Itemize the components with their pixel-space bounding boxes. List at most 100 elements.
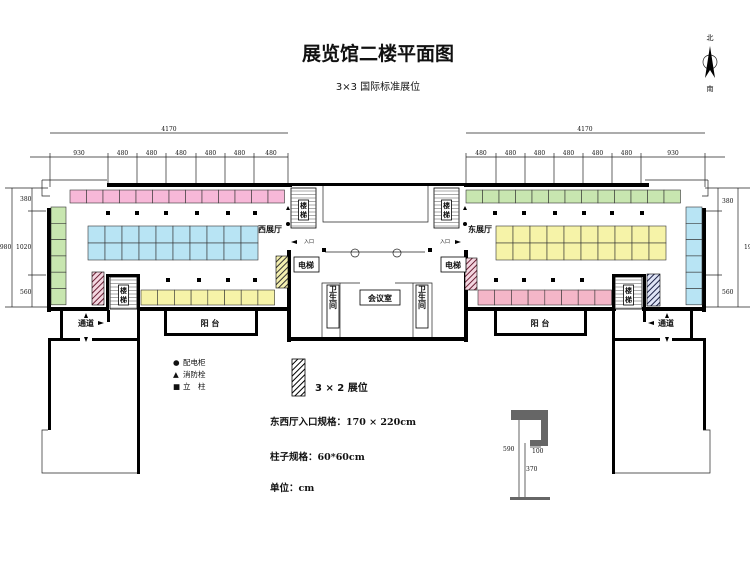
booth-east-yellow[interactable] <box>580 242 599 261</box>
booth-3x2-west-red[interactable] <box>91 271 105 306</box>
booth-east-yellow[interactable] <box>648 225 667 244</box>
booth-west-blue[interactable] <box>121 225 140 244</box>
booth-east-yellow[interactable] <box>648 242 667 261</box>
booth-east-yellow[interactable] <box>614 242 633 261</box>
booth-west-blue[interactable] <box>104 225 123 244</box>
booth-west-blue[interactable] <box>121 242 140 261</box>
booth-east-pink[interactable] <box>544 289 562 306</box>
booth-east-green[interactable] <box>482 189 500 204</box>
booth-3x2-east-red[interactable] <box>464 257 478 291</box>
booth-west-green[interactable] <box>50 288 67 306</box>
booth-east-yellow[interactable] <box>631 242 650 261</box>
booth-east-green[interactable] <box>548 189 566 204</box>
booth-east-green[interactable] <box>614 189 632 204</box>
booth-east-yellow[interactable] <box>495 242 514 261</box>
booth-east-green[interactable] <box>630 189 648 204</box>
booth-west-green[interactable] <box>50 239 67 257</box>
booth-east-yellow[interactable] <box>597 242 616 261</box>
booth-west-pink[interactable] <box>185 189 203 204</box>
booth-east-green[interactable] <box>597 189 615 204</box>
booth-east-blue[interactable] <box>685 271 703 289</box>
booth-east-yellow[interactable] <box>614 225 633 244</box>
booth-east-pink[interactable] <box>577 289 596 306</box>
booth-east-yellow[interactable] <box>512 225 531 244</box>
booth-east-yellow[interactable] <box>580 225 599 244</box>
booth-east-yellow[interactable] <box>529 242 548 261</box>
booth-east-yellow[interactable] <box>563 242 582 261</box>
booth-west-blue[interactable] <box>223 242 242 261</box>
booth-west-green[interactable] <box>50 223 67 240</box>
booth-west-pink[interactable] <box>201 189 219 204</box>
dim-left-total: 4170 <box>161 126 176 133</box>
booth-west-yellow[interactable] <box>207 289 225 306</box>
booth-east-yellow[interactable] <box>529 225 548 244</box>
booth-east-yellow[interactable] <box>631 225 650 244</box>
booth-east-blue[interactable] <box>685 223 703 240</box>
booth-west-blue[interactable] <box>104 242 123 261</box>
booth-west-yellow[interactable] <box>174 289 192 306</box>
booth-west-blue[interactable] <box>172 225 191 244</box>
booth-east-yellow[interactable] <box>563 225 582 244</box>
booth-east-pink[interactable] <box>561 289 579 306</box>
booth-west-pink[interactable] <box>218 189 236 204</box>
booth-west-pink[interactable] <box>234 189 252 204</box>
booth-west-pink[interactable] <box>152 189 170 204</box>
booth-west-green[interactable] <box>50 255 67 273</box>
booth-east-yellow[interactable] <box>597 225 616 244</box>
booth-west-blue[interactable] <box>87 225 106 244</box>
booth-west-blue[interactable] <box>155 225 174 244</box>
booth-west-yellow[interactable] <box>157 289 175 306</box>
booth-east-green[interactable] <box>515 189 533 204</box>
booth-east-yellow[interactable] <box>546 225 565 244</box>
booth-west-blue[interactable] <box>87 242 106 261</box>
booth-west-pink[interactable] <box>135 189 153 204</box>
booth-west-blue[interactable] <box>240 242 259 261</box>
booth-3x2-west-yellow[interactable] <box>275 255 289 289</box>
booth-west-blue[interactable] <box>240 225 259 244</box>
booth-west-blue[interactable] <box>189 242 208 261</box>
booth-west-pink[interactable] <box>86 189 104 204</box>
booth-east-green[interactable] <box>663 189 681 204</box>
booth-east-pink[interactable] <box>511 289 529 306</box>
booth-east-pink[interactable] <box>594 289 612 306</box>
booth-3x2-east-blue[interactable] <box>646 273 661 307</box>
booth-east-green[interactable] <box>647 189 665 204</box>
booth-west-blue[interactable] <box>138 242 157 261</box>
booth-east-pink[interactable] <box>477 289 496 306</box>
booth-west-blue[interactable] <box>206 225 225 244</box>
booth-west-blue[interactable] <box>155 242 174 261</box>
booth-east-pink[interactable] <box>494 289 512 306</box>
booth-west-yellow[interactable] <box>224 289 242 306</box>
booth-east-green[interactable] <box>465 189 483 204</box>
booth-west-blue[interactable] <box>189 225 208 244</box>
booth-east-yellow[interactable] <box>512 242 531 261</box>
booth-west-green[interactable] <box>50 271 67 289</box>
booth-east-blue[interactable] <box>685 206 703 224</box>
booth-east-green[interactable] <box>531 189 549 204</box>
booth-west-pink[interactable] <box>102 189 120 204</box>
booth-west-pink[interactable] <box>119 189 137 204</box>
booth-west-yellow[interactable] <box>257 289 275 306</box>
booth-east-green[interactable] <box>564 189 582 204</box>
booth-west-blue[interactable] <box>138 225 157 244</box>
booth-east-pink[interactable] <box>527 289 546 306</box>
booth-west-blue[interactable] <box>206 242 225 261</box>
booth-west-yellow[interactable] <box>140 289 159 306</box>
booth-west-pink[interactable] <box>69 189 87 204</box>
booth-west-pink[interactable] <box>168 189 186 204</box>
booth-east-blue[interactable] <box>685 239 703 257</box>
booth-east-green[interactable] <box>581 189 599 204</box>
booth-east-blue[interactable] <box>685 288 703 306</box>
booth-east-yellow[interactable] <box>495 225 514 244</box>
booth-east-blue[interactable] <box>685 255 703 273</box>
booth-east-yellow[interactable] <box>546 242 565 261</box>
dim-right-total: 4170 <box>577 126 592 133</box>
booth-west-blue[interactable] <box>172 242 191 261</box>
booth-west-pink[interactable] <box>267 189 285 204</box>
booth-west-yellow[interactable] <box>190 289 209 306</box>
booth-west-yellow[interactable] <box>240 289 259 306</box>
booth-west-green[interactable] <box>50 206 67 224</box>
booth-east-green[interactable] <box>498 189 516 204</box>
booth-west-pink[interactable] <box>251 189 269 204</box>
booth-west-blue[interactable] <box>223 225 242 244</box>
